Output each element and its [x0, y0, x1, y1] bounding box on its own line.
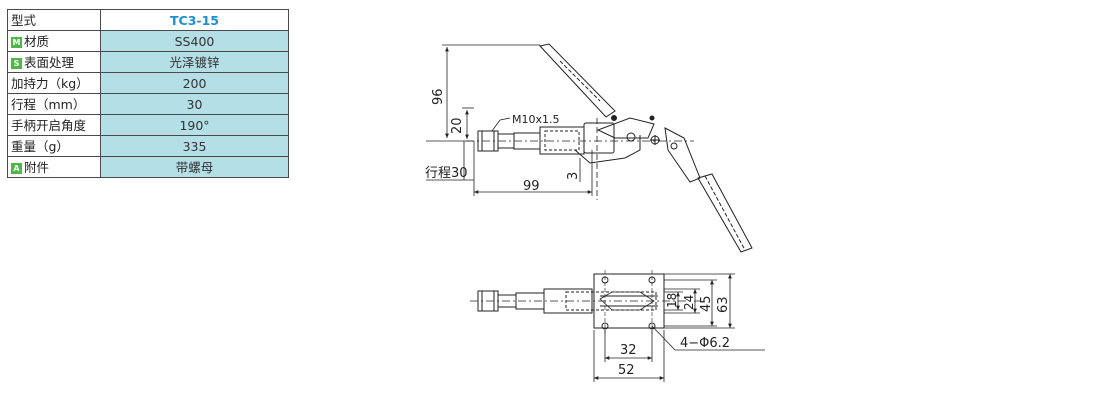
linkage	[596, 117, 655, 139]
top-plunger-body	[543, 288, 593, 314]
dim-99: 99	[523, 179, 540, 194]
spec-value-accessory: 带螺母	[100, 156, 289, 178]
spec-label-model: 型式	[7, 9, 101, 31]
dim-45: 45	[699, 295, 714, 312]
spec-row-stroke: 行程（mm） 30	[7, 93, 289, 115]
spec-row-handle-angle: 手柄开启角度 190°	[7, 114, 289, 136]
handle-joint	[664, 127, 701, 183]
spec-label-holding-force: 加持力（kg）	[7, 72, 101, 94]
dim-24: 24	[682, 295, 696, 310]
dim-18: 18	[665, 293, 679, 308]
spec-value-weight: 335	[100, 135, 289, 157]
spec-label-accessory: 附件	[24, 159, 50, 175]
spec-label-handle-angle: 手柄开启角度	[7, 114, 101, 136]
spec-value-holding-force: 200	[100, 72, 289, 94]
dim-32: 32	[620, 343, 637, 358]
stroke-label: 行程30	[425, 166, 468, 181]
spec-value-handle-angle: 190°	[100, 114, 289, 136]
side-view	[466, 43, 753, 253]
material-badge-icon: M	[11, 36, 22, 48]
spec-value-model: TC3-15	[100, 9, 289, 31]
spec-value-material: SS400	[100, 30, 289, 52]
mount-hole-icon	[601, 322, 609, 330]
spec-row-weight: 重量（g） 335	[7, 135, 289, 157]
side-view-dimensions	[426, 44, 593, 196]
spec-label-material: 材质	[24, 33, 50, 49]
mount-hole-icon	[648, 322, 656, 330]
hole-label: 4−Φ6.2	[680, 336, 730, 351]
dim-63: 63	[716, 296, 731, 313]
spec-row-holding-force: 加持力（kg） 200	[7, 72, 289, 94]
surface-badge-icon: S	[11, 57, 22, 69]
spec-value-surface: 光泽镀锌	[100, 51, 289, 73]
spec-label-surface: 表面处理	[24, 54, 75, 70]
spec-label-weight: 重量（g）	[7, 135, 101, 157]
dim-52: 52	[618, 363, 635, 378]
accessory-badge-icon: A	[11, 162, 22, 174]
spec-label-stroke: 行程（mm）	[7, 93, 101, 115]
dim-96: 96	[431, 88, 446, 105]
handle-lower	[697, 173, 753, 253]
thread-label: M10x1.5	[512, 113, 560, 126]
top-view	[470, 270, 700, 336]
handle-upper	[539, 43, 616, 118]
top-view-dimensions	[593, 273, 765, 382]
dim-20: 20	[450, 117, 465, 134]
spec-row-model: 型式 TC3-15	[7, 9, 289, 31]
base-block	[583, 122, 615, 154]
dim-3: 3	[566, 172, 581, 180]
spec-value-stroke: 30	[100, 93, 289, 115]
